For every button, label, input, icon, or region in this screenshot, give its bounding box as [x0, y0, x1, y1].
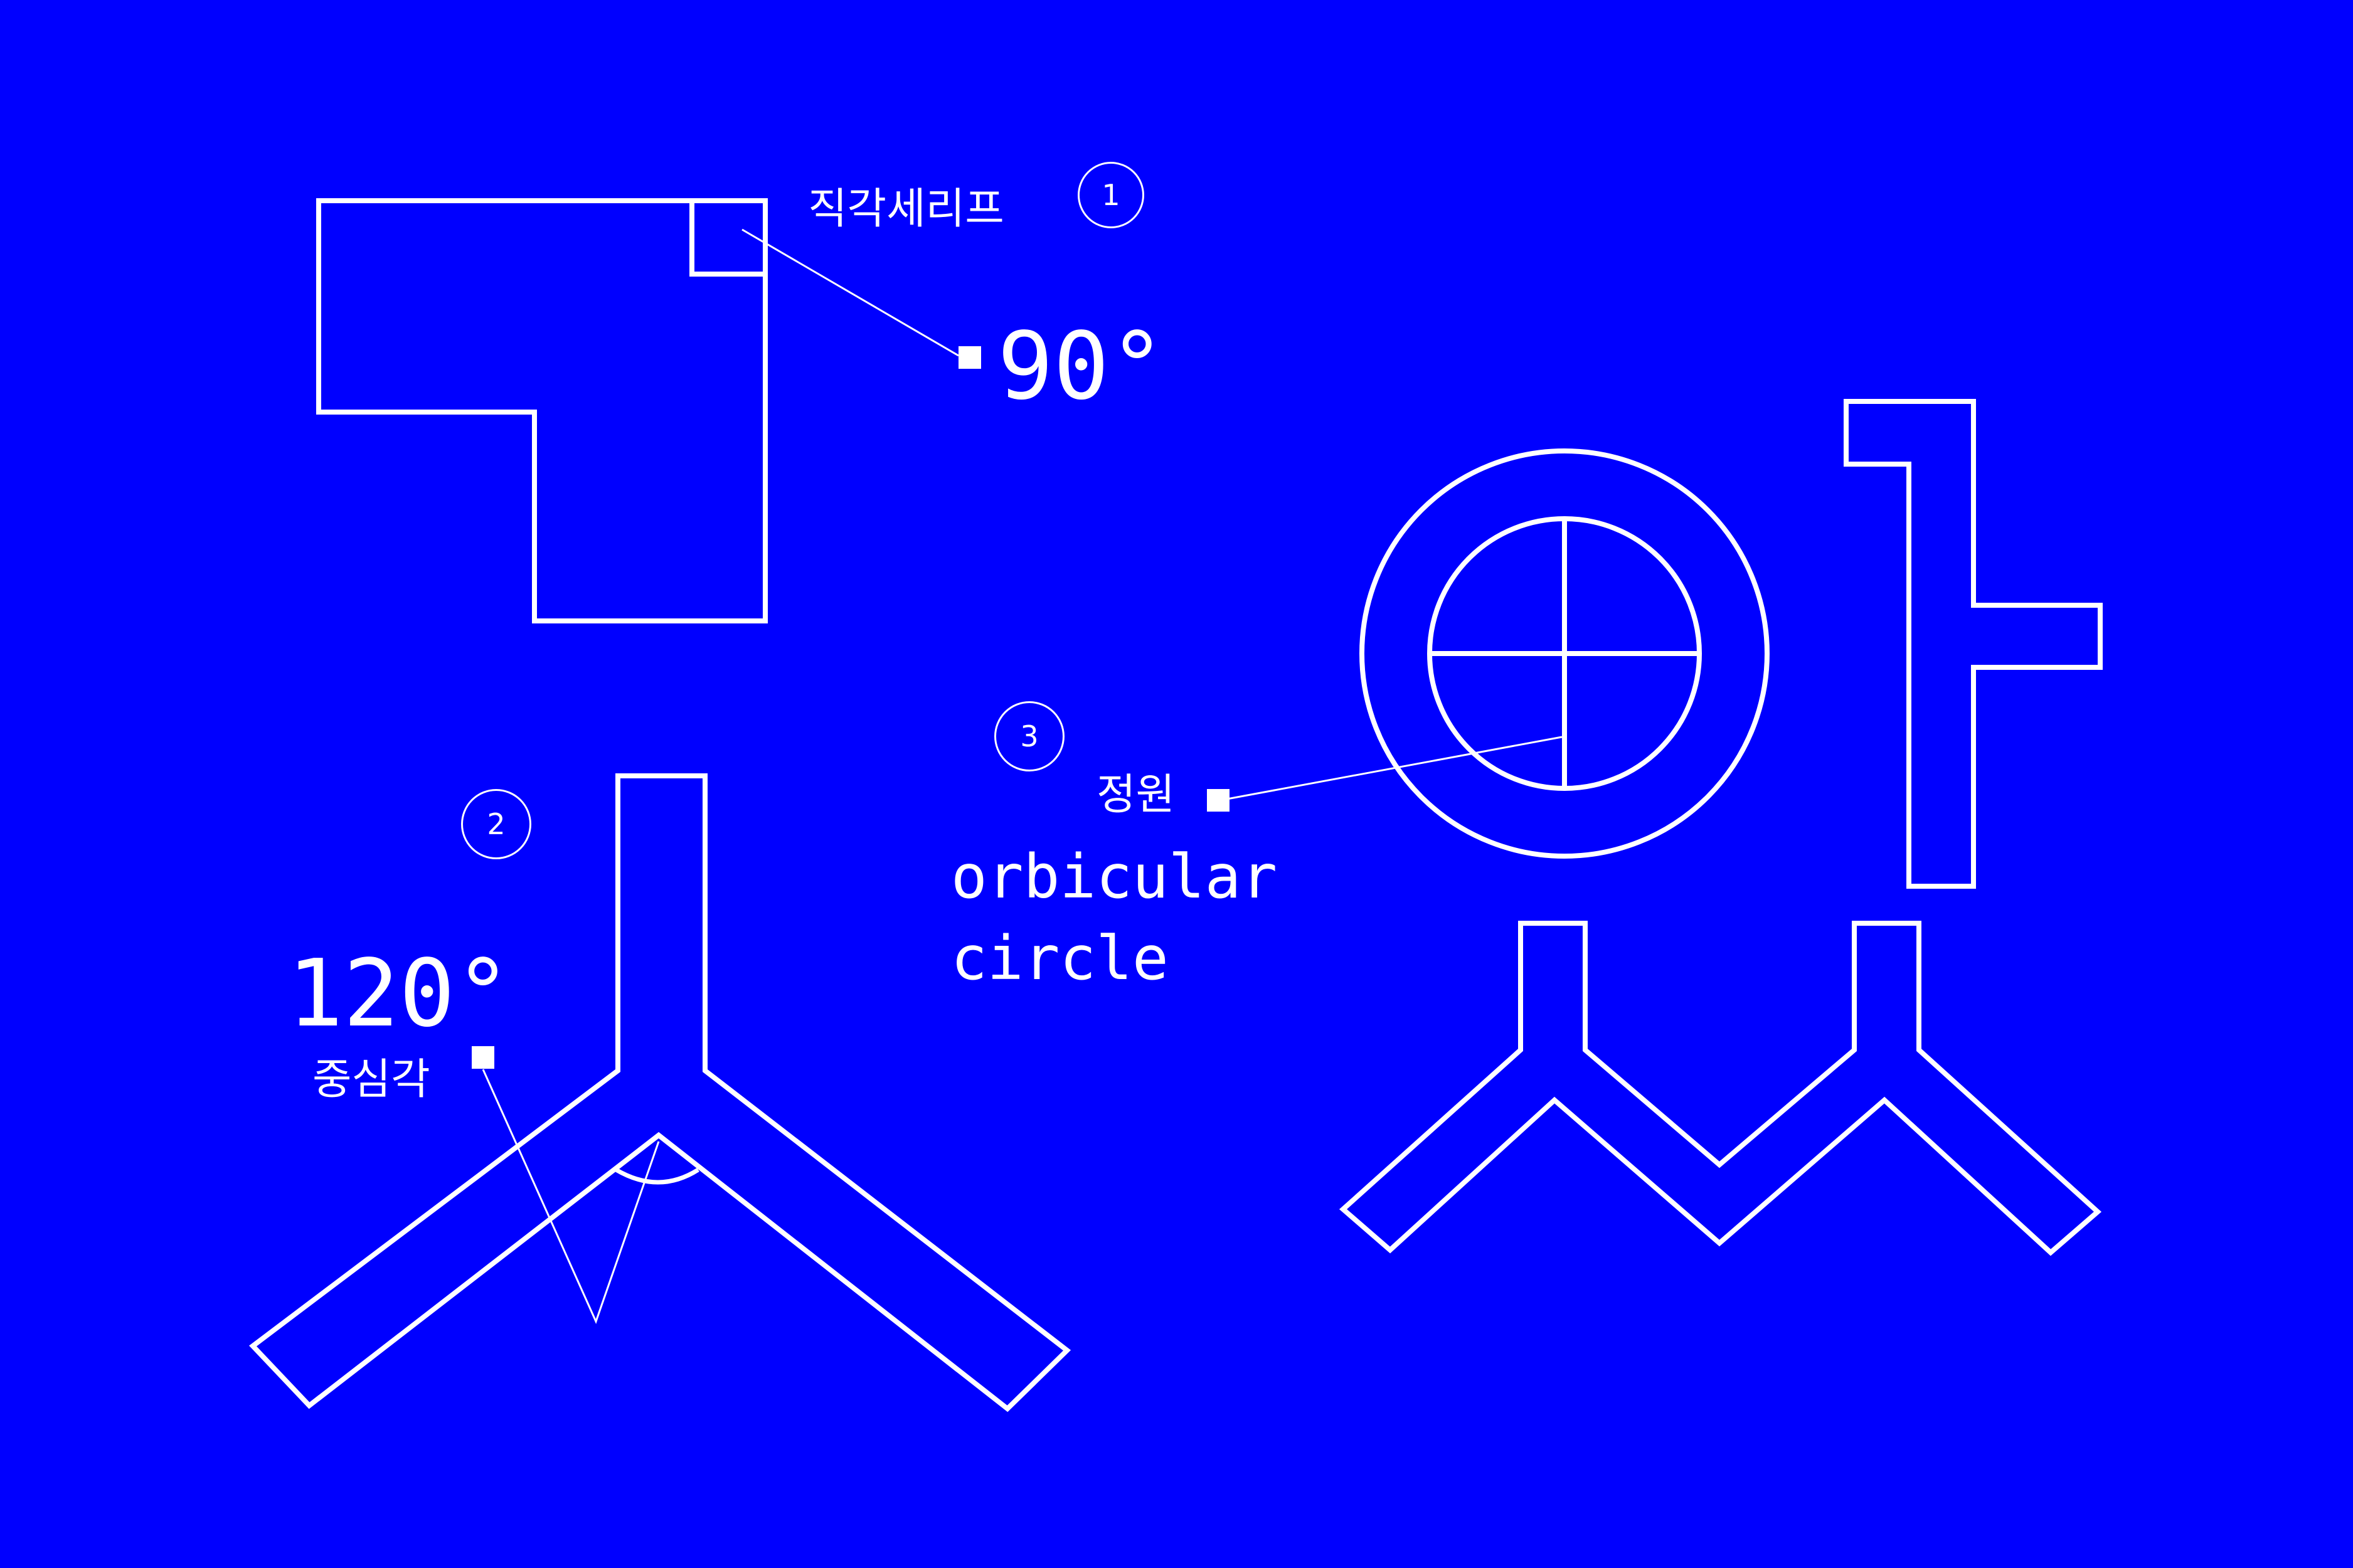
leader-line-3 — [1219, 736, 1563, 802]
label-perfect-circle: 정원 — [1097, 770, 1176, 820]
annotation-number-2-badge: 2 — [461, 789, 531, 859]
annotation-number-3: 3 — [1020, 719, 1039, 753]
label-circle: circle — [951, 923, 1169, 993]
label-central-angle: 중심각 — [312, 1055, 430, 1104]
label-right-angle-serif: 직각세리프 — [808, 184, 1004, 234]
annotation-number-2: 2 — [487, 807, 506, 841]
annotation-number-1-badge: 1 — [1078, 162, 1144, 228]
angle-value-120: 120° — [287, 940, 511, 1047]
ieung-outer-circle — [1359, 448, 1770, 859]
anchor-square-2 — [472, 1046, 494, 1069]
label-orbicular: orbicular — [951, 842, 1278, 912]
angle-value-90: 90° — [997, 312, 1166, 420]
annotation-number-1: 1 — [1102, 178, 1120, 212]
anchor-square-1 — [959, 346, 981, 369]
a-vowel-glyph-outline — [1844, 399, 2103, 889]
right-angle-serif-marker — [689, 198, 768, 277]
leader-line-1 — [741, 228, 959, 357]
siot-glyph-outline — [249, 773, 1071, 1412]
central-angle-arc — [615, 1167, 699, 1185]
leader-line-2 — [482, 1069, 660, 1325]
ssangsiot-glyph-outline — [1339, 921, 2102, 1256]
giyeok-glyph-outline — [316, 198, 768, 623]
annotation-number-3-badge: 3 — [994, 701, 1065, 771]
anchor-square-3 — [1207, 789, 1230, 812]
